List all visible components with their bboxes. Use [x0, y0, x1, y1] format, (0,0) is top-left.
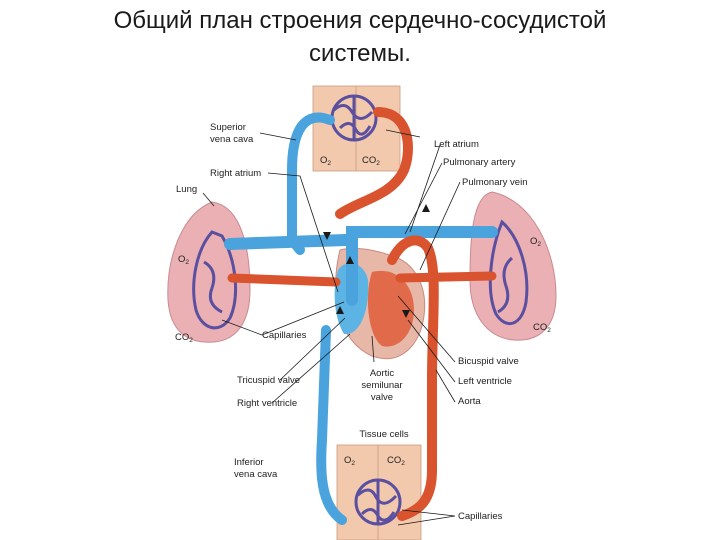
label-inferior-vena-cava-line-1: Inferior: [234, 457, 264, 468]
label-left-ventricle: Left ventricle: [458, 376, 512, 387]
label-aortic-valve-line-2: semilunar: [361, 380, 402, 391]
svg-text:CO2: CO2: [175, 332, 193, 344]
svg-text:CO2: CO2: [362, 155, 380, 167]
right-lung-capillaries: [488, 219, 529, 326]
gas-label-right-lung-o2: O2: [530, 236, 541, 248]
gas-label-left-lung-o2: O2: [178, 254, 189, 266]
gas-label-left-lung-co2: CO2: [175, 332, 193, 344]
label-left-atrium: Left atrium: [434, 139, 479, 150]
label-capillaries-lung: Capillaries: [262, 330, 307, 341]
aortic-arch-upper: [335, 107, 413, 219]
label-bicuspid-valve: Bicuspid valve: [458, 356, 519, 367]
gas-label-lower-co2: CO2: [387, 455, 405, 467]
label-right-ventricle: Right ventricle: [237, 398, 297, 409]
label-lung: Lung: [176, 184, 197, 195]
label-pulmonary-vein: Pulmonary vein: [462, 177, 527, 188]
label-tissue-cells: Tissue cells: [359, 429, 409, 440]
label-superior-vena-cava-line-1: Superior: [210, 122, 246, 133]
left-lung: [167, 201, 251, 343]
label-inferior-vena-cava-line-2: vena cava: [234, 469, 278, 480]
gas-label-upper-o2: O2: [320, 155, 331, 167]
label-pulmonary-artery: Pulmonary artery: [443, 157, 516, 168]
svg-text:CO2: CO2: [387, 455, 405, 467]
gas-label-upper-co2: CO2: [362, 155, 380, 167]
left-lung-capillaries: [192, 230, 238, 330]
label-capillaries-body: Capillaries: [458, 511, 503, 522]
slide-title-line-1: Общий план строения сердечно-сосудистой: [113, 7, 607, 34]
pulmonary-vein-left: [227, 273, 341, 287]
descending-aorta: [387, 235, 439, 521]
svg-text:O2: O2: [530, 236, 541, 248]
label-aortic-valve-line-1: Aortic: [370, 368, 395, 379]
label-tricuspid-valve: Tricuspid valve: [237, 375, 300, 386]
svg-text:CO2: CO2: [533, 322, 551, 334]
label-aorta: Aorta: [458, 396, 481, 407]
label-right-atrium: Right atrium: [210, 168, 261, 179]
pulmonary-artery-left: [224, 234, 352, 250]
pulmonary-artery-right: [346, 226, 498, 306]
superior-vena-cava: [287, 112, 335, 255]
label-superior-vena-cava-line-2: vena cava: [210, 134, 254, 145]
gas-label-right-lung-co2: CO2: [533, 322, 551, 334]
label-aortic-valve-line-3: valve: [371, 392, 393, 403]
right-lung: [469, 191, 557, 341]
svg-text:O2: O2: [344, 455, 355, 467]
slide-title-line-2: системы.: [309, 40, 411, 67]
inferior-vena-cava: [316, 325, 347, 525]
slide-title: Общий план строения сердечно-сосудистой …: [60, 4, 660, 70]
pulmonary-vein-right: [395, 271, 497, 283]
svg-text:O2: O2: [178, 254, 189, 266]
left-heart-chambers: [367, 270, 414, 347]
gas-label-lower-o2: O2: [344, 455, 355, 467]
svg-text:O2: O2: [320, 155, 331, 167]
upper-tissue-block: [312, 85, 401, 172]
